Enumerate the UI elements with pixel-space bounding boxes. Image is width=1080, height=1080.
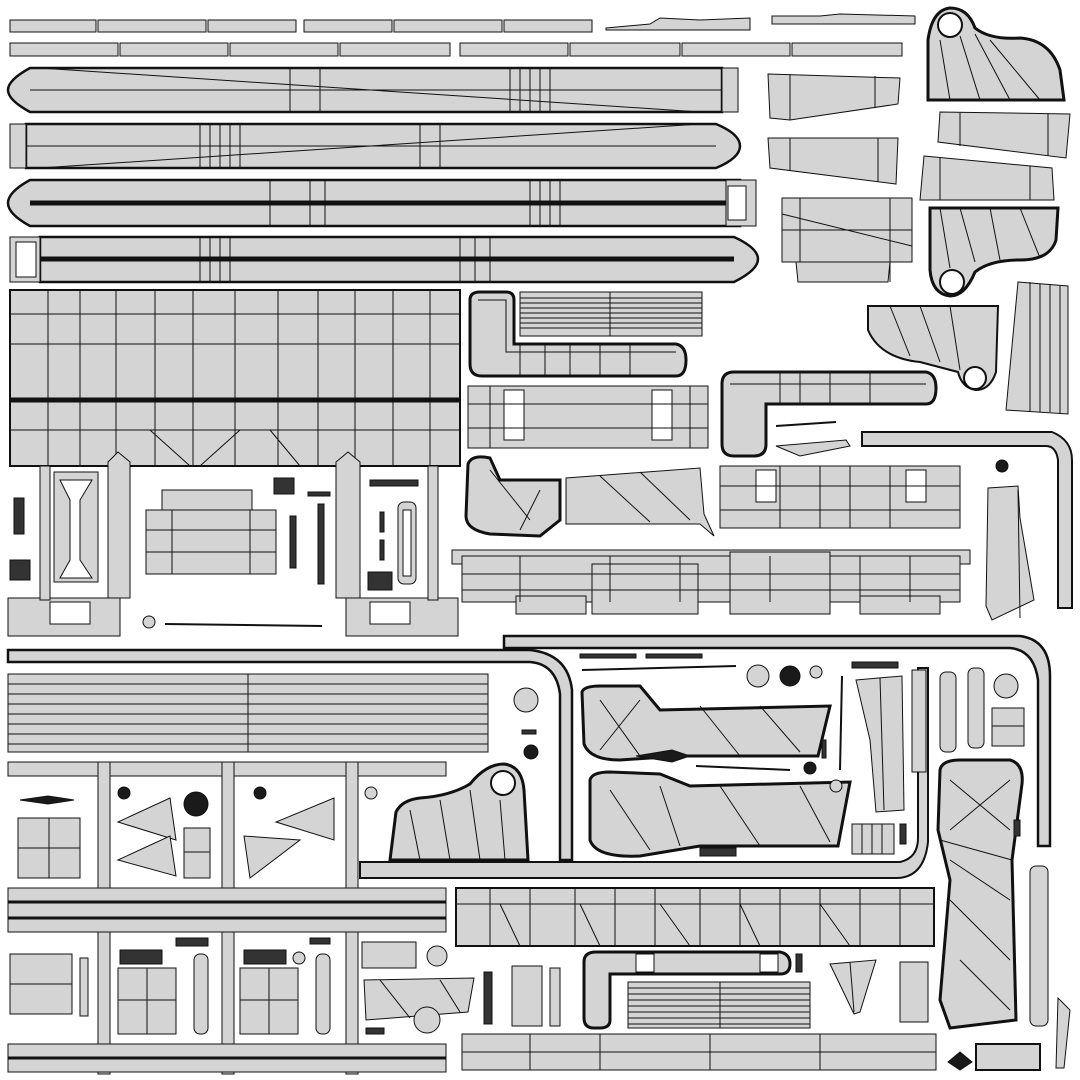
long-beam-3 xyxy=(6,178,757,228)
truss-panel-mid xyxy=(7,451,459,637)
bracket-with-hole-mid xyxy=(928,206,1060,298)
bracket-with-hole-right xyxy=(867,305,1000,392)
bracket-with-hole-lower xyxy=(388,762,530,862)
angled-bracket-1 xyxy=(464,455,715,538)
curved-channel-center xyxy=(6,634,1052,879)
right-vertical-panels xyxy=(851,667,1025,855)
bracket-with-hole-top xyxy=(926,6,1066,102)
small-parts-cluster xyxy=(579,653,899,857)
bottom-left-center-parts xyxy=(361,941,1071,1071)
truss-frame-lower xyxy=(7,761,447,1075)
long-rail-row xyxy=(451,549,971,615)
right-long-L-strip xyxy=(861,431,1073,621)
angled-bracket-2 xyxy=(580,684,832,762)
slab-with-slots xyxy=(467,385,709,449)
small-blades xyxy=(775,421,851,457)
angled-bracket-3 xyxy=(588,770,852,858)
top-strip-row-2 xyxy=(9,42,903,57)
uv-islands xyxy=(6,6,1073,1075)
pipe-bend-1 xyxy=(468,290,688,378)
bottom-center-parts xyxy=(483,950,929,1030)
right-tall-column xyxy=(1005,281,1069,415)
top-strip-row-1 xyxy=(9,13,916,33)
right-top-panels xyxy=(767,73,1071,283)
slab-with-slots-2 xyxy=(719,465,961,529)
pipe-bend-2 xyxy=(720,370,938,458)
tall-bracket-right xyxy=(936,758,1049,1030)
long-beam-4 xyxy=(9,235,760,284)
long-beam-2 xyxy=(9,122,742,170)
truss-panel-upper xyxy=(9,289,461,467)
long-beam-1 xyxy=(6,66,739,114)
truss-panel-bottom xyxy=(455,887,937,1071)
striped-panel-left xyxy=(7,673,539,760)
vent-grille-1 xyxy=(519,291,703,337)
